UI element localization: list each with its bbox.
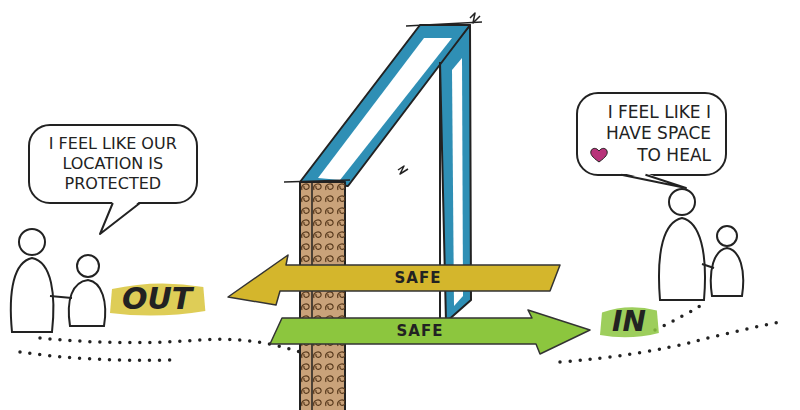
node-text: SAFE xyxy=(395,269,442,287)
person-body xyxy=(69,280,105,326)
person-body xyxy=(711,248,743,296)
wall-line xyxy=(284,180,350,182)
heart xyxy=(591,148,607,162)
node-text: I FEEL LIKE OUR LOCATION IS PROTECTED xyxy=(44,134,182,194)
highlight-band: IN xyxy=(598,303,660,341)
break-mark xyxy=(398,166,408,174)
wall-plank xyxy=(300,182,345,410)
highlight-band: OUT xyxy=(108,279,206,319)
person-head xyxy=(77,255,99,277)
insulation-texture xyxy=(300,182,345,410)
arrow-body xyxy=(270,310,590,354)
heart-icon xyxy=(590,147,608,163)
dot-path xyxy=(560,322,780,362)
node-text: I FEEL LIKE I HAVE SPACE TO HEAL xyxy=(592,102,711,166)
arrow-shape xyxy=(228,255,560,305)
person-head xyxy=(19,229,45,255)
tail-fill xyxy=(621,173,686,188)
frame-highlight xyxy=(318,38,452,180)
tail-outline xyxy=(100,203,140,234)
dot-path xyxy=(40,338,300,352)
plank-edge xyxy=(311,182,313,410)
arrow-in: SAFE xyxy=(270,310,592,354)
dot-path xyxy=(20,352,170,360)
speech-bubble: I FEEL LIKE OUR LOCATION IS PROTECTED xyxy=(28,124,198,204)
person-head xyxy=(717,226,737,246)
people-right xyxy=(659,189,743,300)
arrow-out: SAFE xyxy=(228,255,560,305)
speech-bubble: I FEEL LIKE I HAVE SPACE TO HEAL xyxy=(576,92,727,176)
dot-path xyxy=(655,306,700,330)
people-left xyxy=(11,229,105,332)
person-head xyxy=(669,189,695,215)
wall-line xyxy=(406,22,482,26)
frame-beam xyxy=(300,25,470,186)
node-text: IN xyxy=(612,305,646,339)
door-frame xyxy=(284,13,482,410)
holding-hands xyxy=(50,296,72,298)
holding-hands xyxy=(702,264,714,268)
person-body xyxy=(11,258,54,332)
node-text: OUT xyxy=(122,281,192,317)
arrow-body xyxy=(228,255,560,305)
person-body xyxy=(659,218,705,300)
node-text: SAFE xyxy=(397,322,444,340)
tail-fill xyxy=(100,201,140,234)
tail-outline xyxy=(621,175,686,188)
break-mark xyxy=(470,13,480,23)
